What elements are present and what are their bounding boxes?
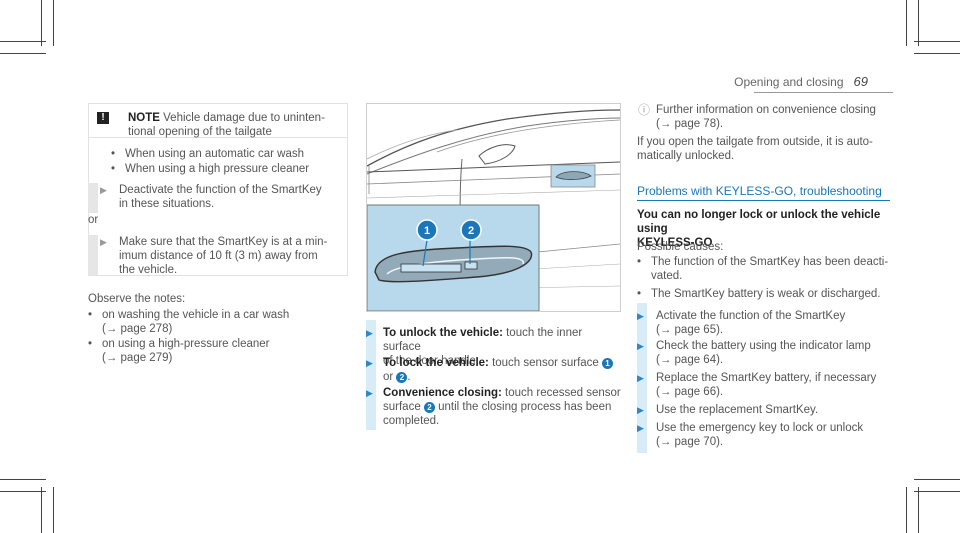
bullet-icon: •	[637, 256, 642, 268]
unlock-step: To unlock the vehicle: touch the inner s…	[383, 327, 583, 367]
heading-rule	[637, 200, 890, 201]
step-arrow-icon: ▶	[100, 185, 107, 195]
crop-mark	[906, 487, 907, 533]
step-arrow-icon: ▶	[637, 405, 644, 415]
step-arrow-icon: ▶	[637, 341, 644, 351]
page-reference[interactable]: (→ page 78).	[656, 118, 724, 130]
crop-mark	[0, 53, 46, 54]
crop-mark	[0, 491, 46, 492]
callout-2-badge: 2	[396, 372, 408, 383]
troubleshoot-step: Use the replacement SmartKey.	[656, 404, 819, 416]
car-door-svg: 1 2	[367, 104, 620, 311]
crop-mark	[914, 479, 960, 480]
troubleshoot-step: Check the battery using the indicator la…	[656, 340, 871, 366]
lock-step: To lock the vehicle: touch sensor surfac…	[383, 356, 623, 384]
instruction-step: ▶ Make sure that the SmartKey is at a mi…	[88, 235, 348, 277]
crop-mark	[918, 487, 919, 533]
list-item: • on using a high-pressure cleaner(→ pag…	[88, 338, 270, 364]
bullet-icon: •	[88, 338, 93, 350]
callout-2-label: 2	[468, 225, 474, 237]
list-item: • When using an automatic car wash	[111, 148, 304, 160]
crop-mark	[41, 0, 42, 46]
list-item: • The SmartKey battery is weak or discha…	[637, 288, 881, 300]
crop-mark	[906, 0, 907, 46]
callout-2-badge: 2	[423, 402, 435, 413]
step-arrow-icon: ▶	[366, 358, 373, 368]
step-bar	[366, 320, 376, 430]
possible-causes-label: Possible causes:	[637, 241, 724, 253]
info-icon: ⓘ	[638, 103, 651, 117]
bullet-icon: •	[111, 163, 116, 175]
step-bar	[637, 303, 647, 453]
callout-1	[416, 219, 438, 241]
convenience-closing-step: Convenience closing: touch recessed sens…	[383, 387, 621, 427]
exclamation-icon: !	[97, 112, 109, 124]
callout-2	[460, 219, 482, 241]
callout-1-label: 1	[424, 225, 430, 237]
callout-1-badge: 1	[602, 358, 614, 369]
crop-mark	[914, 53, 960, 54]
bullet-icon: •	[111, 148, 116, 160]
crop-mark	[914, 491, 960, 492]
crop-mark	[53, 487, 54, 533]
door-handle-illustration: 1 2	[366, 103, 621, 312]
troubleshoot-step: Use the emergency key to lock or unlock(…	[656, 422, 864, 448]
troubleshoot-step: Replace the SmartKey battery, if necessa…	[656, 372, 877, 398]
page-reference[interactable]: (→ page 64).	[656, 354, 724, 366]
list-item: • When using a high pressure cleaner	[111, 163, 310, 175]
observe-notes-text: Observe the notes:	[88, 293, 186, 305]
step-bar	[88, 235, 98, 275]
warning-text: NOTE Vehicle damage due to uninten- tion…	[128, 112, 325, 138]
step-arrow-icon: ▶	[100, 237, 107, 247]
page-reference[interactable]: (→ page 70).	[656, 436, 724, 448]
section-heading: Problems with KEYLESS-GO, troubleshootin…	[637, 184, 882, 198]
page-reference[interactable]: (→ page 278)	[102, 323, 173, 335]
header-rule	[754, 92, 893, 93]
bullet-icon: •	[637, 288, 642, 300]
tailgate-text: If you open the tailgate from outside, i…	[637, 136, 873, 162]
page-header: Opening and closing 69	[734, 74, 868, 90]
step-arrow-icon: ▶	[637, 423, 644, 433]
list-item: • The function of the SmartKey has been …	[637, 256, 889, 282]
page-number: 69	[853, 74, 868, 89]
section-title: Opening and closing	[734, 75, 844, 89]
or-text: or	[88, 214, 99, 226]
step-arrow-icon: ▶	[637, 311, 644, 321]
page-reference[interactable]: (→ page 279)	[102, 352, 173, 364]
crop-mark	[0, 41, 46, 42]
crop-mark	[0, 479, 46, 480]
page-reference[interactable]: (→ page 66).	[656, 386, 724, 398]
step-arrow-icon: ▶	[637, 373, 644, 383]
warning-header: ! NOTE Vehicle damage due to uninten- ti…	[89, 104, 347, 138]
troubleshoot-step: Activate the function of the SmartKey(→ …	[656, 310, 846, 336]
instruction-step: ▶ Deactivate the function of the SmartKe…	[88, 183, 348, 213]
sub-heading: You can no longer lock or unlock the veh…	[637, 209, 881, 249]
step-bar	[88, 183, 98, 213]
step-arrow-icon: ▶	[366, 328, 373, 338]
crop-mark	[53, 0, 54, 46]
crop-mark	[918, 0, 919, 46]
info-text: Further information on convenience closi…	[656, 104, 876, 130]
crop-mark	[914, 41, 960, 42]
bullet-icon: •	[88, 309, 93, 321]
step-arrow-icon: ▶	[366, 388, 373, 398]
crop-mark	[41, 487, 42, 533]
list-item: • on washing the vehicle in a car wash(→…	[88, 309, 290, 335]
page-reference[interactable]: (→ page 65).	[656, 324, 724, 336]
